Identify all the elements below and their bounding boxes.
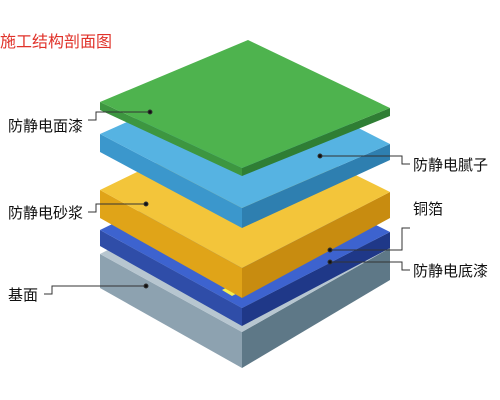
leader-line-primer	[327, 259, 410, 271]
label-primer: 防静电底漆	[413, 262, 489, 280]
page-title: 施工结构剖面图	[0, 32, 113, 51]
label-top-coat: 防静电面漆	[8, 117, 84, 135]
leader-line-putty	[317, 153, 410, 165]
label-copper-foil: 铜箔	[413, 200, 444, 218]
label-putty: 防静电腻子	[413, 156, 489, 174]
leader-line-copper-foil	[327, 227, 410, 253]
leader-line-substrate	[44, 283, 149, 295]
label-substrate: 基面	[8, 286, 39, 304]
layer-top-coat	[100, 40, 390, 176]
leader-line-top-coat	[88, 109, 153, 121]
label-mortar: 防静电砂浆	[8, 204, 84, 222]
leader-line-mortar	[88, 201, 149, 213]
